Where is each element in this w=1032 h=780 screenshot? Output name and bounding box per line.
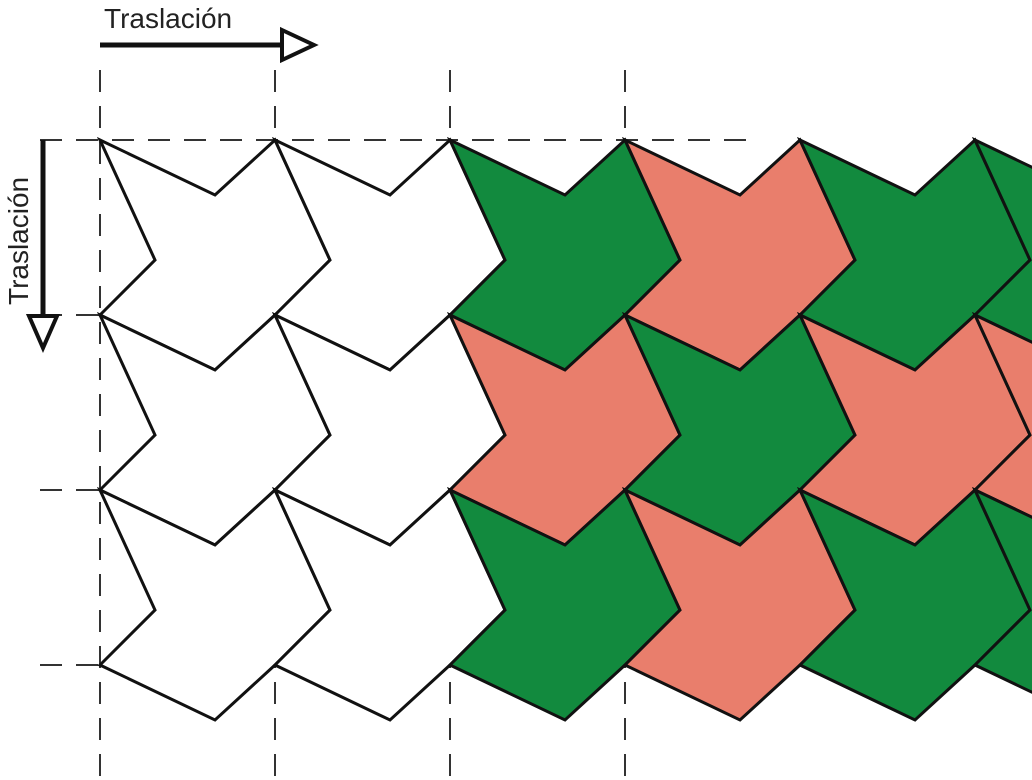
horizontal-translation-label: Traslación bbox=[104, 3, 232, 34]
tile-salmon bbox=[971, 311, 1032, 519]
tile-green bbox=[971, 136, 1032, 344]
tessellation-tiles bbox=[96, 136, 1032, 722]
horizontal-arrow-head bbox=[280, 26, 319, 64]
tile-green bbox=[971, 486, 1032, 694]
vertical-arrow-head bbox=[25, 314, 61, 353]
horizontal-translation-indicator: Traslación bbox=[100, 3, 319, 64]
vertical-translation-label: Traslación bbox=[3, 177, 34, 305]
vertical-translation-indicator: Traslación bbox=[3, 140, 61, 353]
